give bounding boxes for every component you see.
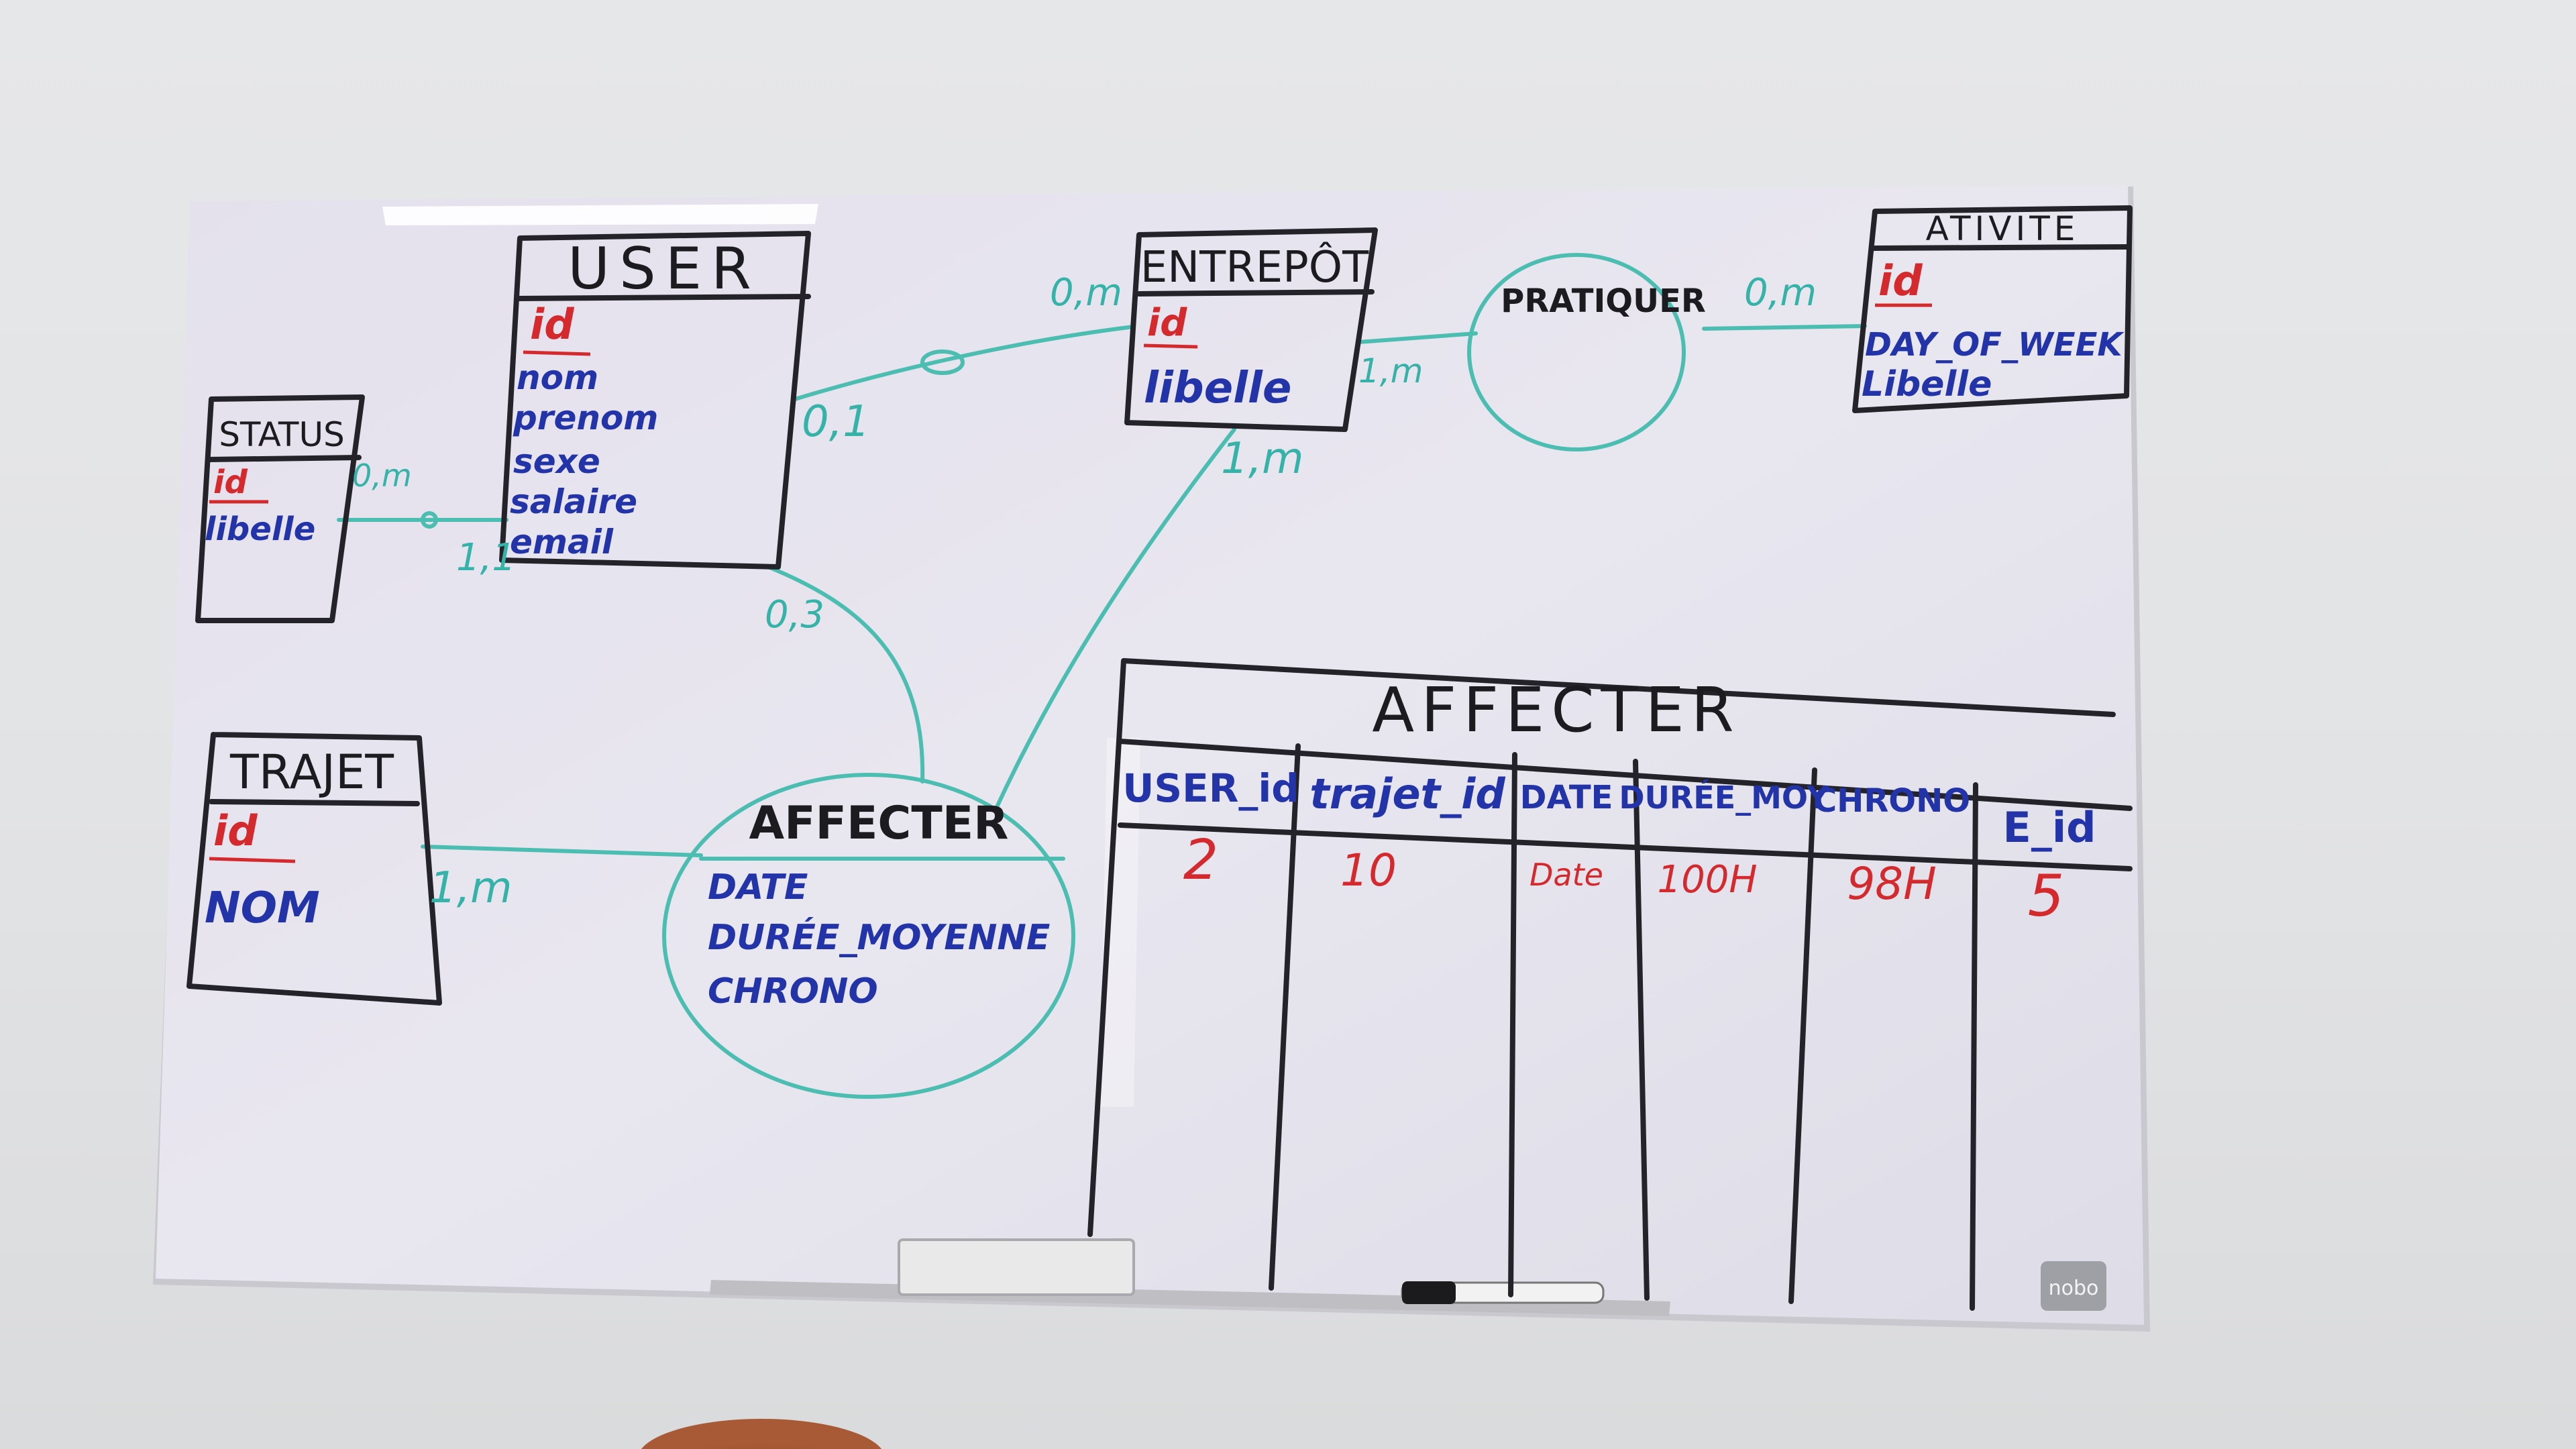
association-field: DATE [708, 867, 808, 908]
table-header-cell: trajet_id [1309, 769, 1505, 818]
marker-tray [710, 1238, 1670, 1316]
table-cell: 98H [1847, 858, 1937, 910]
table-header-cell: DURÉE_MOY [1619, 780, 1829, 816]
primary-key: id [1878, 256, 1923, 305]
affecter-table: AFFECTER USER_id trajet_id DATE DURÉE_MO… [1087, 658, 2133, 1311]
entity-field: sexe [513, 442, 600, 481]
cardinality-label: 1,m [429, 863, 512, 913]
entity-field: salaire [510, 482, 637, 521]
entity-field: Libelle [1862, 364, 1992, 405]
nobo-logo: nobo [2041, 1261, 2106, 1311]
table-row: 2 10 Date 100H 98H 5 [1183, 828, 2064, 930]
entity-title: USER [568, 235, 761, 303]
association-title: PRATIQUER [1501, 282, 1706, 320]
cardinality-label: 0,m [1050, 271, 1122, 315]
cardinality-label: 1,m [1221, 434, 1303, 484]
cardinality-label: 1,m [1358, 352, 1423, 390]
person-head [641, 1419, 882, 1449]
association-title: AFFECTER [749, 797, 1008, 850]
association-field: CHRONO [708, 971, 878, 1012]
entity-title: ENTREPÔT [1140, 241, 1369, 292]
entity-title: STATUS [219, 415, 345, 454]
table-cell: 10 [1340, 845, 1397, 896]
table-cell: 100H [1658, 858, 1758, 902]
relationship-lines [337, 324, 1867, 857]
brand-label: nobo [2049, 1277, 2099, 1300]
entity-user: USER id nom prenom sexe salaire email [499, 231, 811, 570]
entity-field: email [510, 523, 614, 561]
table-cell: 5 [2028, 863, 2065, 930]
entity-title: ATIVITE [1926, 209, 2080, 248]
table-header-row: USER_id trajet_id DATE DURÉE_MOY CHRONO … [1122, 765, 2096, 852]
cardinality-label: 0,3 [765, 593, 824, 637]
table-header-cell: USER_id [1122, 765, 1299, 811]
eraser[interactable] [898, 1238, 1135, 1296]
cardinality-label: 0,1 [802, 397, 870, 447]
entity-activite: ATIVITE id DAY_OF_WEEK Libelle [1852, 205, 2133, 413]
table-cell: 2 [1183, 828, 1218, 892]
entity-field: NOM [205, 883, 320, 933]
entity-field: libelle [205, 511, 315, 548]
table-header-cell: E_id [2003, 803, 2096, 852]
primary-key: id [1147, 301, 1187, 345]
cardinality-label: 0,m [1744, 271, 1817, 315]
table-cell: Date [1529, 857, 1603, 893]
primary-key: id [530, 300, 574, 349]
entity-entrepot: ENTREPÔT id libelle [1124, 227, 1378, 432]
entity-trajet: TRAJET id NOM [186, 732, 442, 1006]
entity-field: DAY_OF_WEEK [1865, 326, 2125, 364]
entity-field: nom [517, 358, 598, 397]
cardinality-label: 0,m [352, 458, 412, 494]
association-affecter: AFFECTER DATE DURÉE_MOYENNE CHRONO [662, 773, 1075, 1099]
table-header-cell: DATE [1520, 779, 1613, 816]
table-header-cell: CHRONO [1813, 782, 1970, 820]
table-title: AFFECTER [1372, 674, 1740, 746]
entity-field: prenom [513, 398, 658, 437]
whiteboard [153, 185, 2150, 1332]
cardinality-labels: 0,1 0,m 0,m 1,1 0,3 1,m 1,m 0,m 1,m [352, 271, 1817, 913]
association-pratiquer: PRATIQUER [1467, 253, 1706, 451]
entity-status: STATUS id libelle [195, 394, 365, 623]
primary-key: id [213, 806, 258, 855]
cardinality-label: 1,1 [456, 536, 516, 580]
primary-key: id [213, 464, 248, 501]
entity-field: libelle [1144, 364, 1291, 413]
association-field: DURÉE_MOYENNE [708, 917, 1050, 958]
entity-title: TRAJET [229, 745, 394, 800]
